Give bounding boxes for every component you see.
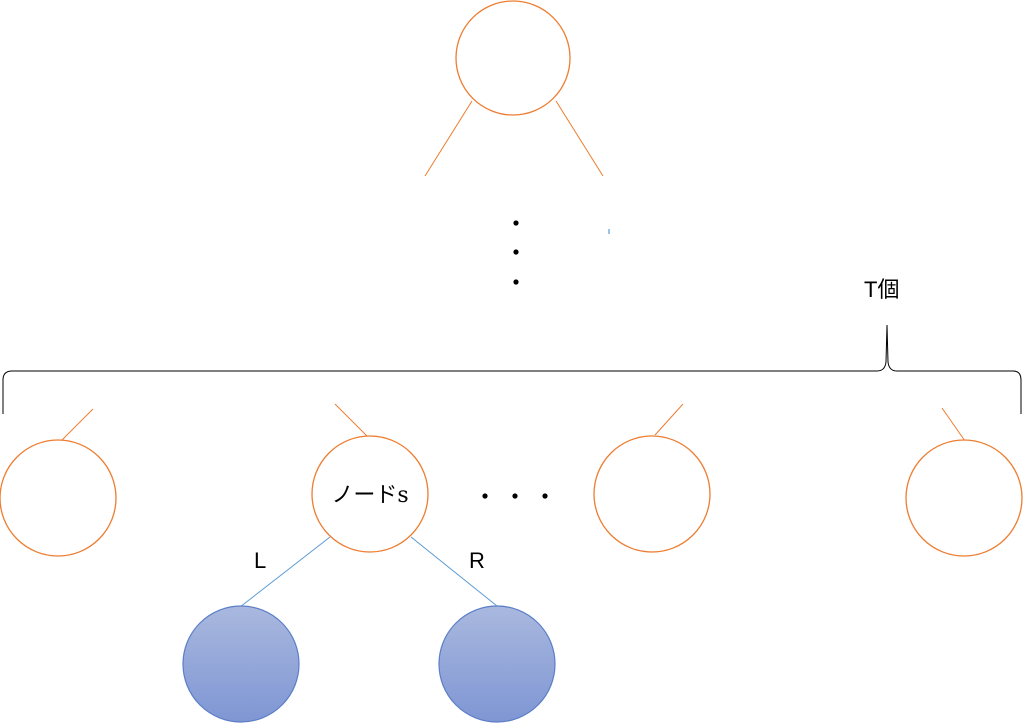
root-node bbox=[455, 0, 571, 116]
node3-parent-edge bbox=[654, 403, 684, 436]
node-s bbox=[311, 435, 429, 553]
tree-node-3 bbox=[593, 435, 711, 553]
vertical-ellipsis-dot-1 bbox=[513, 220, 519, 226]
edge-R bbox=[410, 536, 498, 607]
horizontal-ellipsis-dot-2 bbox=[512, 493, 518, 499]
node4-parent-edge bbox=[941, 407, 966, 442]
tree-node-4 bbox=[905, 439, 1023, 557]
child-node-left bbox=[182, 605, 300, 723]
vertical-ellipsis-dot-3 bbox=[513, 279, 519, 285]
group-brace bbox=[2, 324, 1022, 414]
horizontal-ellipsis-dot-1 bbox=[482, 493, 488, 499]
node-s-label: ノードs bbox=[331, 483, 408, 508]
edge-L-label: L bbox=[254, 548, 266, 573]
node-s-parent-edge bbox=[334, 403, 369, 438]
edge-L bbox=[239, 536, 331, 608]
child-node-right bbox=[438, 605, 556, 723]
vertical-ellipsis-dot-2 bbox=[513, 249, 519, 255]
root-edge-right bbox=[555, 100, 604, 177]
count-label: T個 bbox=[864, 277, 899, 302]
edge-R-label: R bbox=[469, 548, 485, 573]
horizontal-ellipsis-dot-3 bbox=[542, 493, 548, 499]
tree-node-1 bbox=[0, 439, 117, 557]
node1-parent-edge bbox=[61, 408, 94, 441]
root-edge-left bbox=[424, 100, 473, 177]
